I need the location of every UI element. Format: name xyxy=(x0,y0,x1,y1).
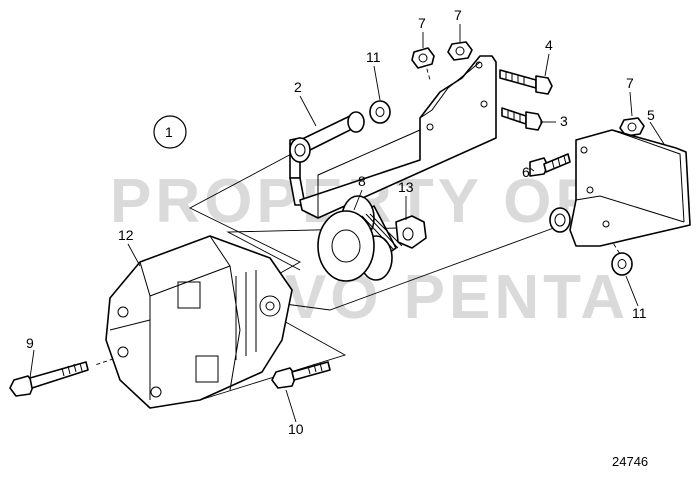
callout-6: 6 xyxy=(522,164,530,180)
callout-7-c: 7 xyxy=(626,75,634,91)
callout-4: 4 xyxy=(545,37,553,53)
assembly-marker: 1 xyxy=(153,115,187,149)
bracket-spacer xyxy=(549,207,571,233)
callout-2: 2 xyxy=(294,79,302,95)
alternator xyxy=(105,235,293,409)
callout-7-b: 7 xyxy=(454,7,462,23)
bolt-9 xyxy=(9,361,89,397)
spacer-sleeve xyxy=(289,111,365,163)
nut-7-c xyxy=(619,117,645,137)
washer-11-upper xyxy=(369,100,391,124)
callout-leaders xyxy=(29,24,665,423)
callout-5: 5 xyxy=(647,107,655,123)
callouts: 7 7 4 11 2 3 7 5 6 8 13 12 11 9 10 xyxy=(26,7,655,437)
nut-7-a xyxy=(411,47,435,69)
callout-9: 9 xyxy=(26,335,34,351)
bolt-3 xyxy=(501,107,543,131)
figure-number: 24746 xyxy=(612,454,648,469)
tensioner-bracket xyxy=(569,129,691,247)
callout-12: 12 xyxy=(118,227,134,243)
pulley-nut xyxy=(395,215,427,249)
pulley xyxy=(317,195,403,282)
callout-11-a: 11 xyxy=(366,49,381,65)
callout-7-a: 7 xyxy=(418,15,426,31)
callout-8: 8 xyxy=(358,173,366,189)
callout-10: 10 xyxy=(288,421,304,437)
assembly-marker-label: 1 xyxy=(165,124,173,140)
callout-13: 13 xyxy=(398,179,414,195)
callout-11-b: 11 xyxy=(632,305,647,321)
nut-7-b xyxy=(447,41,473,61)
callout-3: 3 xyxy=(560,113,568,129)
bolt-10 xyxy=(271,361,331,389)
washer-11-lower xyxy=(611,252,633,276)
bolt-6 xyxy=(529,153,571,177)
bolt-4 xyxy=(499,69,553,95)
